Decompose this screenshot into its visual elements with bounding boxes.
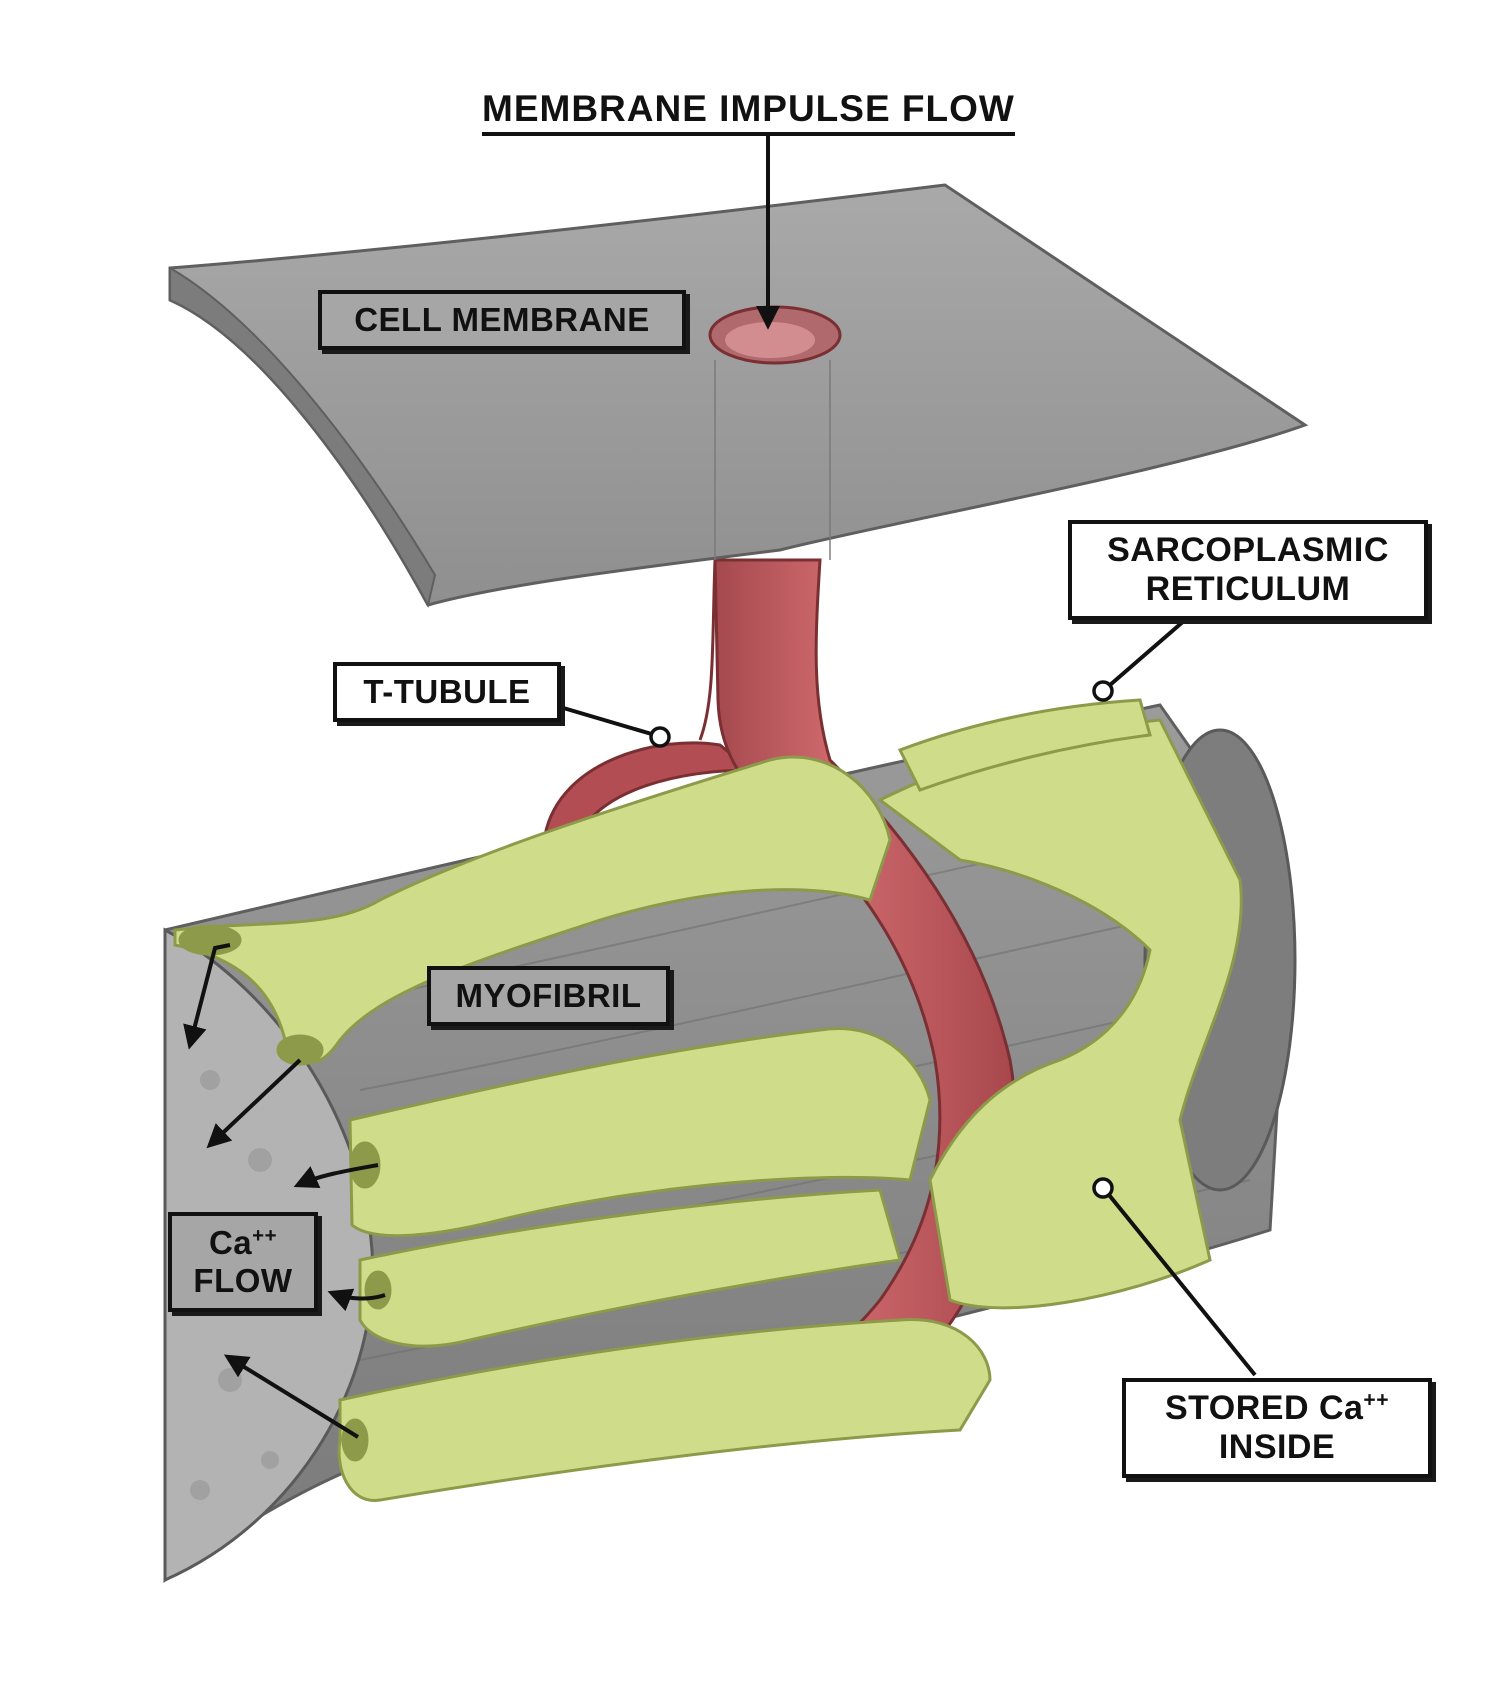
ca-flow-label: Ca++ FLOW: [168, 1212, 318, 1312]
diagram-title: MEMBRANE IMPULSE FLOW: [482, 88, 1015, 136]
ca-flow-ion: Ca++: [209, 1224, 277, 1262]
leader-dots: [649, 680, 1114, 1199]
t-tubule-text: T-TUBULE: [363, 673, 531, 711]
ca-flow-arrows: [183, 943, 386, 1439]
reticulum-text: RETICULUM: [1145, 570, 1351, 608]
ca-text: Ca: [208, 1224, 253, 1262]
stored-ca-ion: STORED Ca++: [1165, 1389, 1389, 1428]
cell-membrane-label: CELL MEMBRANE: [318, 290, 686, 350]
sarcoplasmic-reticulum-label: SARCOPLASMIC RETICULUM: [1068, 520, 1428, 620]
sarcoplasmic-reticulum-shape: [173, 698, 1243, 1502]
stored-charge-text: ++: [1363, 1388, 1390, 1412]
t-tubule-label: T-TUBULE: [333, 662, 561, 722]
leader-lines: [559, 135, 1257, 1377]
flow-text: FLOW: [193, 1262, 293, 1299]
stored-ca-label: STORED Ca++ INSIDE: [1122, 1378, 1432, 1478]
sarcoplasmic-text: SARCOPLASMIC: [1107, 530, 1389, 569]
stored-ca-text: STORED Ca: [1164, 1388, 1364, 1427]
myofibril-text: MYOFIBRIL: [455, 977, 642, 1015]
inside-text: INSIDE: [1218, 1428, 1336, 1466]
myofibril-label: MYOFIBRIL: [427, 966, 670, 1026]
ca-charge-text: ++: [252, 1224, 278, 1248]
cell-membrane-text: CELL MEMBRANE: [354, 301, 650, 339]
